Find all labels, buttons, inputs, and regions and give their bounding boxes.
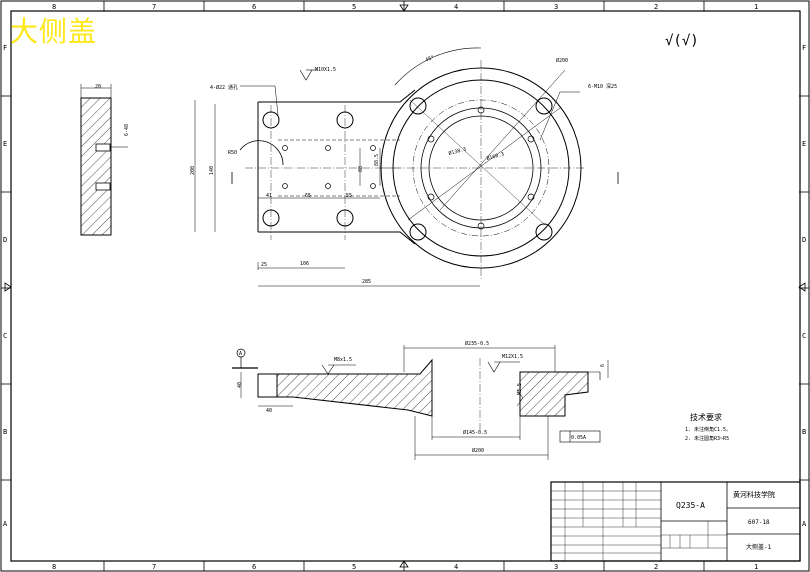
surface-finish-symbol: √(√) xyxy=(665,33,699,49)
zone-bottom-7: 2 xyxy=(654,563,658,571)
dim-w25: 25 xyxy=(261,262,267,268)
zone-top-7: 2 xyxy=(654,3,658,11)
dim-sec-thread-left: M8x1.5 xyxy=(334,357,352,363)
zone-left-3: D xyxy=(3,236,7,244)
zone-bottom-1: 8 xyxy=(52,563,56,571)
centering-marks xyxy=(4,4,806,568)
dim-w41: 41 xyxy=(266,193,272,199)
title-school: 黄河科技学院 xyxy=(733,490,775,499)
tech-req-line2: 2. 未注圆角R3~R5 xyxy=(685,435,729,442)
zone-bottom-2: 7 xyxy=(152,563,156,571)
dim-w65: 65 xyxy=(305,193,311,199)
zone-bottom-3: 6 xyxy=(252,563,256,571)
dim-w106: 106 xyxy=(300,261,309,267)
dim-thread-1: M10X1.5 xyxy=(315,67,336,73)
tech-req-line1: 1. 未注倒角C1.5。 xyxy=(685,426,731,433)
zone-right-2: E xyxy=(802,140,806,148)
dim-side-slot: 6-48 xyxy=(124,124,130,136)
dim-h200: 200 xyxy=(190,166,196,175)
zone-bottom-4: 5 xyxy=(352,563,356,571)
zone-bottom-8: 1 xyxy=(754,563,758,571)
flatness-callout: 0.05A xyxy=(571,435,586,441)
tech-req-title: 技术要求 xyxy=(690,412,722,422)
side-view: 20 6-48 xyxy=(80,84,130,236)
datum-label: A xyxy=(239,351,242,357)
title-block xyxy=(550,481,801,562)
title-material: Q235-A xyxy=(676,501,705,510)
zone-right-5: B xyxy=(802,428,806,436)
dim-w55: 55 xyxy=(346,193,352,199)
zone-right-3: D xyxy=(802,236,806,244)
zone-right-1: F xyxy=(802,44,806,52)
zone-top-4: 5 xyxy=(352,3,356,11)
dim-h88b: 88.5 xyxy=(374,154,380,166)
dim-side-width: 20 xyxy=(95,84,101,90)
title-part-name: 大侧盖-1 xyxy=(746,543,772,551)
dim-w285: 285 xyxy=(362,279,371,285)
overlay-title: 大侧盖 xyxy=(10,15,98,48)
zone-top-3: 6 xyxy=(252,3,256,11)
dim-sec-6: 6 xyxy=(600,364,606,367)
zone-top-1: 8 xyxy=(52,3,56,11)
zone-top-2: 7 xyxy=(152,3,156,11)
dim-sec-top: Ø235-0.5 xyxy=(465,340,489,347)
dim-sec-m: M3.5 xyxy=(517,383,523,395)
dim-top-angle: 45° xyxy=(425,55,436,64)
zone-top-8: 1 xyxy=(754,3,758,11)
zone-top-5: 4 xyxy=(454,3,458,11)
dim-sec-bottom2: Ø200 xyxy=(472,447,484,454)
dim-r50: R50 xyxy=(228,150,237,156)
section-view xyxy=(232,345,609,460)
dim-h88: 88 xyxy=(358,166,364,172)
zone-top-6: 3 xyxy=(554,3,558,11)
dim-holes-6: 6-M10 深25 xyxy=(588,83,617,90)
dim-sec-40v: 40 xyxy=(237,382,243,388)
dim-sec-40h: 40 xyxy=(266,408,272,414)
zone-bottom-6: 3 xyxy=(554,563,558,571)
front-view xyxy=(194,47,619,287)
dim-dia-200: Ø200 xyxy=(556,57,568,64)
zone-left-5: B xyxy=(3,428,7,436)
dim-holes-4: 4-Ø22 通孔 xyxy=(210,84,238,91)
title-drawing-no: 607-18 xyxy=(748,519,770,526)
dim-sec-bottom1: Ø145-0.5 xyxy=(463,429,487,436)
zone-left-6: A xyxy=(3,520,8,528)
zone-right-4: C xyxy=(802,332,806,340)
dim-dia-inner2: Ø160.3 xyxy=(486,150,505,161)
dim-dia-inner1: Ø138.3 xyxy=(448,145,467,156)
zone-right-6: A xyxy=(802,520,807,528)
zone-left-2: E xyxy=(3,140,7,148)
zone-left-1: F xyxy=(3,44,7,52)
dim-h140: 140 xyxy=(209,166,215,175)
dim-sec-thread-right: M12X1.5 xyxy=(502,354,523,360)
zone-left-4: C xyxy=(3,332,7,340)
zone-bottom-5: 4 xyxy=(454,563,458,571)
